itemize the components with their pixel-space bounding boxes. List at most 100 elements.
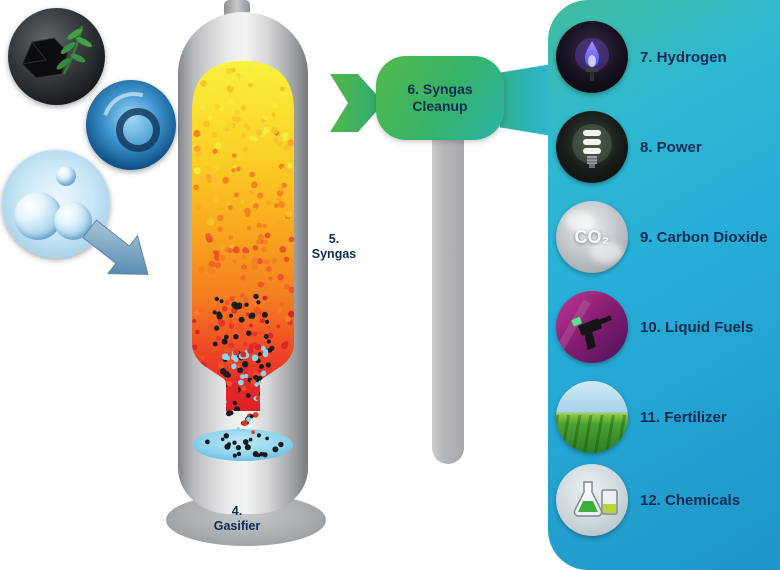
particle-dot xyxy=(219,368,227,375)
syngas-cleanup-box: 6. Syngas Cleanup xyxy=(376,56,504,140)
particle-dot xyxy=(263,283,270,290)
particle-dot xyxy=(265,319,270,324)
particle-dot xyxy=(255,129,262,136)
particle-dot xyxy=(239,327,246,335)
particle-dot xyxy=(208,323,214,329)
particle-dot xyxy=(288,310,294,318)
particle-dot xyxy=(232,453,237,458)
particle-dot xyxy=(207,178,212,184)
particle-dot xyxy=(265,362,271,368)
particle-dot xyxy=(244,444,251,451)
gasifier-flame-interior xyxy=(192,61,294,461)
particle-dot xyxy=(236,426,241,431)
particle-dot xyxy=(232,349,239,356)
particle-dot xyxy=(285,335,290,340)
particle-dot xyxy=(222,176,230,184)
particle-dot xyxy=(243,296,249,303)
particle-dot xyxy=(212,348,217,353)
particle-dot xyxy=(232,259,238,264)
particle-dot xyxy=(226,380,232,387)
particle-dot xyxy=(246,330,252,336)
water-splash-icon xyxy=(86,80,176,170)
particle-dot xyxy=(236,451,242,457)
particle-dot xyxy=(236,363,242,369)
particle-dot xyxy=(261,246,267,253)
particle-dot xyxy=(207,218,215,226)
particle-dot xyxy=(278,201,285,208)
particle-dot xyxy=(241,264,247,270)
particle-dot xyxy=(226,85,234,93)
particle-dot xyxy=(281,131,289,139)
particle-dot xyxy=(193,145,201,153)
particle-stream xyxy=(225,410,259,435)
particle-dot xyxy=(271,127,279,134)
particle-dot xyxy=(218,318,223,323)
particle-dot xyxy=(257,281,264,288)
particle-dot xyxy=(211,86,216,92)
particle-dot xyxy=(228,235,233,240)
coal-fern-art xyxy=(21,25,93,79)
particle-dot xyxy=(246,416,252,422)
particle-dot xyxy=(260,345,266,351)
particle-dot xyxy=(220,437,225,442)
particle-dot xyxy=(200,361,207,368)
particle-dot xyxy=(259,318,265,324)
product-row-chemicals: 12. Chemicals xyxy=(556,464,776,536)
particle-dot xyxy=(240,374,245,379)
particle-dot xyxy=(273,137,279,143)
particle-dot xyxy=(247,365,254,371)
particle-dot xyxy=(235,445,241,451)
particle-dot xyxy=(233,109,241,117)
particle-dot xyxy=(205,439,210,445)
particle-dot xyxy=(256,453,261,458)
particle-dot xyxy=(232,153,237,158)
particle-dot xyxy=(245,211,251,217)
cleanup-pipe xyxy=(432,136,464,464)
particle-dot xyxy=(213,196,220,203)
particle-dot xyxy=(257,368,262,373)
particle-dot xyxy=(253,293,259,300)
particle-dot xyxy=(260,370,267,377)
particle-dot xyxy=(232,246,240,254)
particle-dot xyxy=(250,379,256,385)
particle-dot xyxy=(230,178,237,185)
particle-dot xyxy=(277,136,284,142)
particle-dot xyxy=(277,273,284,281)
particle-dot xyxy=(192,344,198,351)
particle-dot xyxy=(248,83,253,88)
particle-dot xyxy=(259,364,264,369)
particle-dot xyxy=(262,295,268,301)
product-label: 7. Hydrogen xyxy=(640,48,727,66)
particle-dot xyxy=(215,403,221,410)
co2-cloud-icon: CO₂ xyxy=(556,201,628,273)
particle-dot xyxy=(233,357,239,363)
particle-dot xyxy=(212,310,217,315)
particle-dot xyxy=(260,381,268,389)
particle-dot xyxy=(192,318,197,324)
particle-dot xyxy=(249,312,256,319)
particle-dot xyxy=(233,334,239,340)
particle-dot xyxy=(202,120,210,128)
particle-dot xyxy=(240,199,245,205)
particle-dot xyxy=(257,330,262,336)
product-label: 12. Chemicals xyxy=(640,491,741,509)
product-label: 8. Power xyxy=(640,138,702,156)
particle-dot xyxy=(242,439,249,445)
particle-dot xyxy=(276,195,283,202)
cfl-bulb-icon xyxy=(556,111,628,183)
particle-dot xyxy=(206,235,213,243)
particle-dot xyxy=(205,173,212,180)
particle-dot xyxy=(213,400,218,405)
particle-dot xyxy=(251,181,258,189)
particle-dot xyxy=(274,203,279,209)
particle-dot xyxy=(245,393,251,398)
particle-dot xyxy=(288,286,294,294)
particle-dot xyxy=(214,142,222,149)
particle-dot xyxy=(261,380,267,385)
particle-dot xyxy=(216,336,221,341)
particle-dot xyxy=(249,190,254,195)
particle-dot xyxy=(285,210,293,218)
particle-dot xyxy=(213,250,220,256)
particle-dot xyxy=(287,365,294,373)
particle-dot xyxy=(212,148,218,154)
